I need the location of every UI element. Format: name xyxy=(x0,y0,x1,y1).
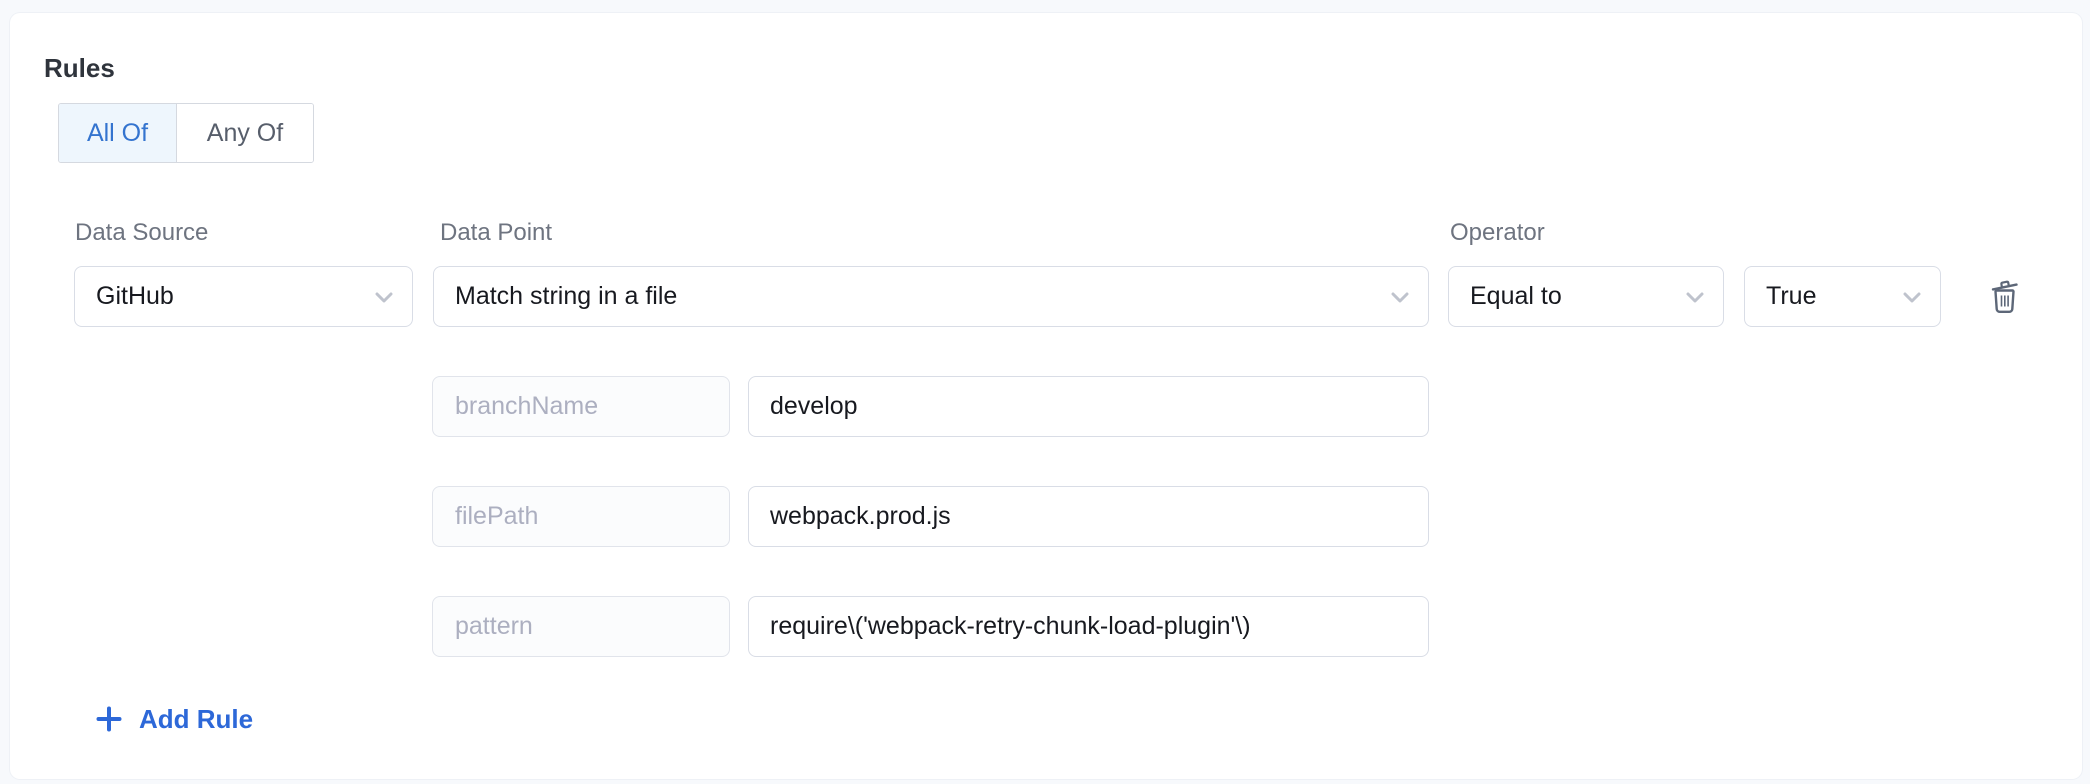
match-mode-all-of-button[interactable]: All Of xyxy=(59,104,177,162)
expected-value-select[interactable]: True xyxy=(1744,266,1941,327)
data-source-select[interactable]: GitHub xyxy=(74,266,413,327)
chevron-down-icon xyxy=(1686,292,1704,302)
operator-label: Operator xyxy=(1450,219,1545,246)
expected-value-select-value: True xyxy=(1766,282,1817,310)
operator-select[interactable]: Equal to xyxy=(1448,266,1724,327)
param-key-field: pattern xyxy=(432,596,730,657)
chevron-down-icon xyxy=(375,292,393,302)
chevron-down-icon xyxy=(1903,292,1921,302)
match-mode-any-of-button[interactable]: Any Of xyxy=(177,104,313,162)
trash-icon xyxy=(1991,280,2018,314)
param-value-input[interactable] xyxy=(748,596,1429,657)
param-value-input[interactable] xyxy=(748,376,1429,437)
data-source-select-value: GitHub xyxy=(96,282,174,310)
data-point-select-value: Match string in a file xyxy=(455,282,678,310)
plus-icon xyxy=(96,706,122,732)
rules-section-title: Rules xyxy=(44,53,115,83)
param-key-field: branchName xyxy=(432,376,730,437)
rules-card: Rules All Of Any Of Data Source Data Poi… xyxy=(10,13,2082,779)
add-rule-button[interactable]: Add Rule xyxy=(95,701,253,737)
data-point-select[interactable]: Match string in a file xyxy=(433,266,1429,327)
operator-select-value: Equal to xyxy=(1470,282,1562,310)
data-source-label: Data Source xyxy=(75,219,209,246)
delete-rule-button[interactable] xyxy=(1982,274,2028,320)
add-rule-label: Add Rule xyxy=(139,703,254,734)
param-key-field: filePath xyxy=(432,486,730,547)
match-mode-toggle: All Of Any Of xyxy=(58,103,314,163)
chevron-down-icon xyxy=(1391,292,1409,302)
param-value-input[interactable] xyxy=(748,486,1429,547)
data-point-label: Data Point xyxy=(440,219,553,246)
